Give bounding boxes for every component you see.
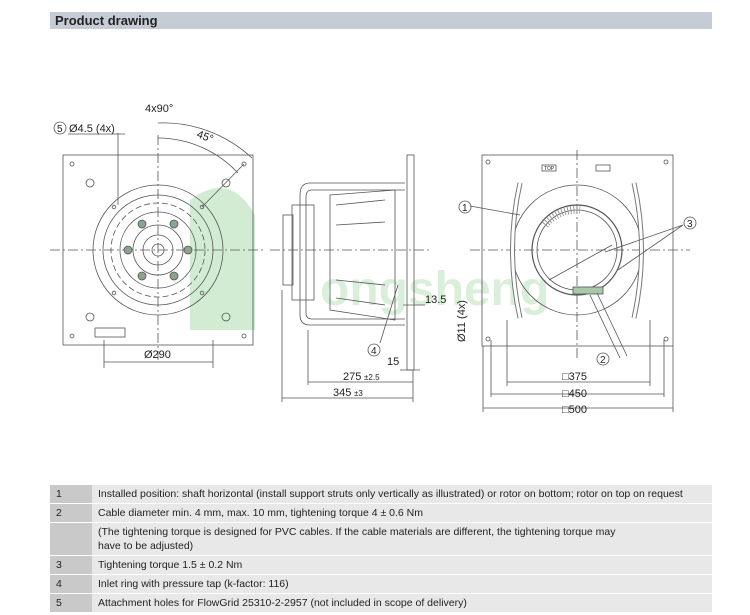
note-text: Inlet ring with pressure tap (k-factor: …: [92, 575, 712, 593]
top-mark: TOP: [544, 166, 555, 172]
callout-2: 2: [600, 355, 606, 366]
watermark: ongsheng: [190, 188, 549, 330]
dim-345: 345: [333, 387, 351, 399]
note-number: 5: [50, 594, 92, 612]
callout-4: 4: [371, 346, 377, 357]
note-text: Installed position: shaft horizontal (in…: [92, 485, 712, 503]
hole-diameter-label: Ø11 (4x): [456, 300, 468, 342]
note-number: 1: [50, 485, 92, 503]
dim-375: □375: [562, 371, 587, 383]
diameter-label: Ø290: [144, 349, 171, 361]
front-view: [50, 122, 265, 368]
angle-total-label: 4x90°: [145, 103, 173, 115]
note-text: Tightening torque 1.5 ± 0.2 Nm: [92, 556, 712, 574]
callout-3-circle: [683, 216, 697, 230]
note-number: 3: [50, 556, 92, 574]
hole-dimension-label: Ø4.5 (4x): [69, 123, 115, 135]
table-row: (The tightening torque is designed for P…: [50, 523, 712, 555]
note-text: Cable diameter min. 4 mm, max. 10 mm, ti…: [92, 504, 712, 522]
callout-5-circle: [53, 121, 67, 135]
dim-345-tolerance: ±3: [354, 389, 363, 398]
section-title: Product drawing: [55, 13, 158, 28]
dim-15: 15: [387, 356, 399, 368]
callout-4-circle: [367, 343, 381, 357]
product-drawing: ongsheng 5 Ø4.5 (4x) 4x90°: [50, 103, 697, 416]
angle-offset-label: 45°: [195, 129, 215, 146]
note-text: (The tightening torque is designed for P…: [92, 523, 712, 555]
dim-500: □500: [562, 404, 587, 416]
note-text: Attachment holes for FlowGrid 25310-2-29…: [92, 594, 712, 612]
callout-1: 1: [462, 203, 468, 214]
dim-450: □450: [562, 388, 587, 400]
note-number: 4: [50, 575, 92, 593]
callout-5: 5: [57, 124, 63, 135]
callout-1-circle: [458, 200, 472, 214]
side-view: [270, 154, 430, 402]
callout-3: 3: [687, 219, 693, 230]
dim-275-tolerance: ±2.5: [364, 373, 380, 382]
section-header: Product drawing: [50, 12, 712, 29]
dim-13-5: 13.5: [425, 294, 446, 306]
callout-2-circle: [596, 352, 610, 366]
rear-view: [469, 150, 690, 412]
note-number: 2: [50, 504, 92, 522]
dim-275: 275: [343, 371, 361, 383]
note-number: [50, 523, 92, 555]
